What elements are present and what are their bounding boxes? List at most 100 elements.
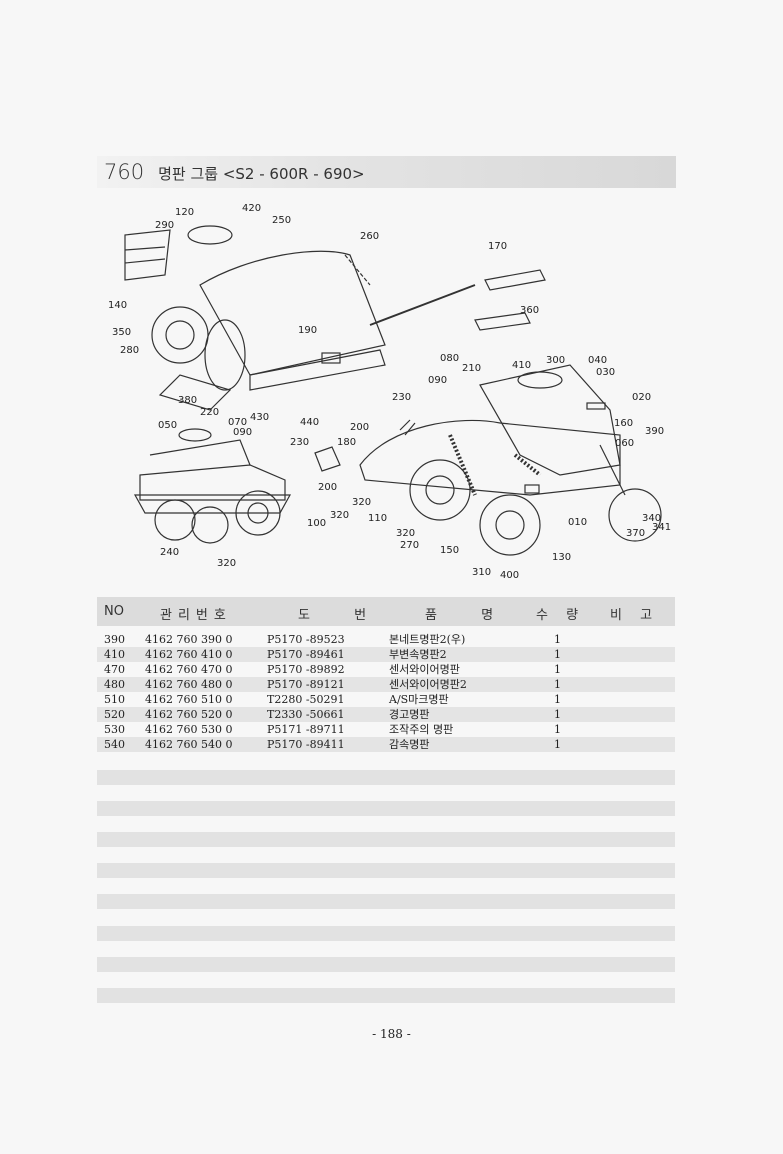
callout-label: 270 <box>400 540 420 551</box>
cell-part-name: 경고명판 <box>389 708 430 721</box>
cell-quantity: 1 <box>554 633 561 646</box>
callout-label: 200 <box>318 482 338 493</box>
callout-label: 260 <box>360 231 380 242</box>
callout-label: 090 <box>233 427 253 438</box>
cell-part-name: 본네트명판2(우) <box>389 633 466 646</box>
callout-label: 200 <box>350 422 370 433</box>
callout-label: 280 <box>120 345 140 356</box>
cell-drawing-number: P5171 -89711 <box>267 723 345 736</box>
header-quantity: 수 량 <box>536 608 579 623</box>
cell-drawing-number: P5170 -89892 <box>267 663 345 676</box>
callout-label: 410 <box>512 360 532 371</box>
section-code: 760 <box>104 160 145 184</box>
callout-label: 230 <box>392 392 412 403</box>
header-no: NO <box>104 604 124 619</box>
cell-drawing-number: P5170 -89523 <box>267 633 345 646</box>
callout-label: 180 <box>337 437 357 448</box>
callout-label: 230 <box>290 437 310 448</box>
cell-management-number: 4162 760 520 0 <box>145 708 233 721</box>
cell-part-name: 조작주의 명판 <box>389 723 454 736</box>
header-management-number: 관리번호 <box>160 608 232 623</box>
callout-label: 430 <box>250 412 270 423</box>
cell-part-no: 510 <box>104 693 125 706</box>
callout-label: 160 <box>614 418 634 429</box>
empty-row-band <box>97 988 675 1003</box>
table-header-band <box>97 597 675 626</box>
cell-management-number: 4162 760 540 0 <box>145 738 233 751</box>
empty-row-band <box>97 957 675 972</box>
callout-label: 240 <box>160 547 180 558</box>
header-remarks: 비 고 <box>610 608 653 623</box>
cell-drawing-number: P5170 -89461 <box>267 648 345 661</box>
cell-management-number: 4162 760 510 0 <box>145 693 233 706</box>
callout-label: 140 <box>108 300 128 311</box>
page-number: - 188 - <box>372 1027 411 1041</box>
callout-label: 120 <box>175 207 195 218</box>
cell-quantity: 1 <box>554 663 561 676</box>
cell-drawing-number: T2330 -50661 <box>267 708 345 721</box>
cell-part-name: 부변속명판2 <box>389 648 447 661</box>
callout-label: 300 <box>546 355 566 366</box>
callout-label: 320 <box>352 497 372 508</box>
cell-quantity: 1 <box>554 678 561 691</box>
cell-part-no: 410 <box>104 648 125 661</box>
cell-part-name: A/S마크명판 <box>389 693 449 706</box>
cell-part-no: 480 <box>104 678 125 691</box>
callout-label: 360 <box>520 305 540 316</box>
cell-part-name: 감속명판 <box>389 738 430 751</box>
callout-label: 440 <box>300 417 320 428</box>
callout-label: 020 <box>632 392 652 403</box>
callout-label: 100 <box>307 518 327 529</box>
callout-label: 350 <box>112 327 132 338</box>
callout-label: 420 <box>242 203 262 214</box>
title-band <box>97 156 676 188</box>
callout-label: 320 <box>330 510 350 521</box>
cell-quantity: 1 <box>554 693 561 706</box>
callout-label: 070 <box>228 417 248 428</box>
callout-label: 370 <box>626 528 646 539</box>
cell-quantity: 1 <box>554 738 561 751</box>
cell-management-number: 4162 760 530 0 <box>145 723 233 736</box>
empty-row-band <box>97 863 675 878</box>
callout-label: 050 <box>158 420 178 431</box>
callout-label: 110 <box>368 513 388 524</box>
empty-row-band <box>97 832 675 847</box>
callout-label: 170 <box>488 241 508 252</box>
cell-quantity: 1 <box>554 708 561 721</box>
cell-part-no: 530 <box>104 723 125 736</box>
cell-part-no: 540 <box>104 738 125 751</box>
table-row: 480 4162 760 480 0 P5170 -89121 센서와이어명판2 1 <box>97 677 675 692</box>
cell-management-number: 4162 760 480 0 <box>145 678 233 691</box>
callout-label: 400 <box>500 570 520 581</box>
table-row: 530 4162 760 530 0 P5171 -89711 조작주의 명판 1 <box>97 722 675 737</box>
callout-label: 290 <box>155 220 175 231</box>
cell-drawing-number: P5170 -89121 <box>267 678 345 691</box>
callout-label: 320 <box>217 558 237 569</box>
empty-row-band <box>97 926 675 941</box>
cell-quantity: 1 <box>554 723 561 736</box>
cell-quantity: 1 <box>554 648 561 661</box>
callout-label: 060 <box>615 438 635 449</box>
callout-label: 150 <box>440 545 460 556</box>
cell-part-name: 센서와이어명판2 <box>389 678 467 691</box>
cell-management-number: 4162 760 470 0 <box>145 663 233 676</box>
callout-label: 090 <box>428 375 448 386</box>
empty-row-band <box>97 894 675 909</box>
callout-label: 010 <box>568 517 588 528</box>
callout-label: 380 <box>178 395 198 406</box>
callout-label: 030 <box>596 367 616 378</box>
cell-drawing-number: P5170 -89411 <box>267 738 345 751</box>
callout-label: 320 <box>396 528 416 539</box>
callout-label: 080 <box>440 353 460 364</box>
callout-label: 250 <box>272 215 292 226</box>
callout-label: 220 <box>200 407 220 418</box>
callout-label: 040 <box>588 355 608 366</box>
callout-label: 341 <box>652 522 672 533</box>
